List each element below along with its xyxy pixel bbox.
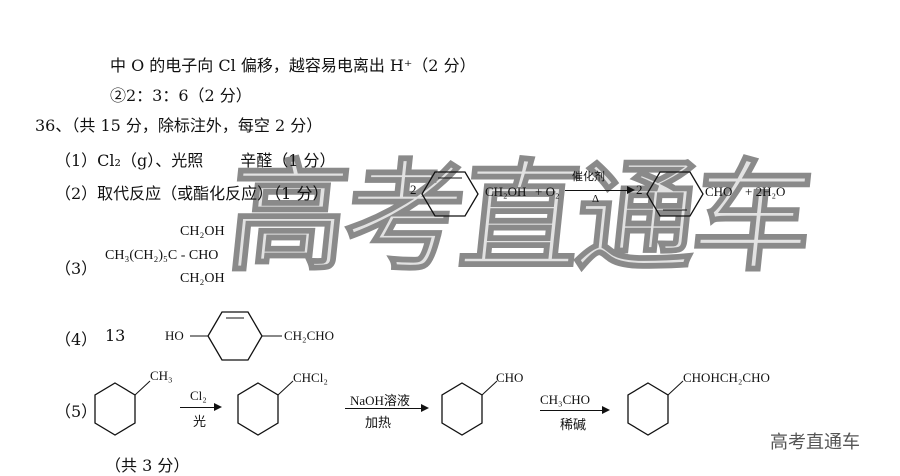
struct-left: HO [165, 328, 184, 343]
aldehyde-group: CHO [496, 370, 524, 385]
q4-answer: 13 [105, 326, 126, 345]
catalyst-label: 催化剂 [572, 171, 605, 183]
q5-score: （共 3 分） [105, 456, 190, 475]
answer-line-1: 中 O 的电子向 Cl 偏移，越容易电离出 H⁺（2 分） [110, 56, 476, 75]
struct-top: CH₂OH [180, 224, 225, 239]
struct-bottom: CH₂OH [180, 271, 225, 286]
benzene-ring-icon [646, 171, 704, 217]
q4-label: （4） [55, 330, 98, 349]
answer-line-2: ②2：3：6（2 分） [110, 86, 252, 105]
condition-label: 光 [193, 414, 207, 429]
chloro-group: CHCl₂ [293, 370, 328, 385]
product-water: + 2H₂O [745, 184, 786, 199]
product-group: CHOHCH₂CHO [683, 370, 770, 385]
question-36-header: 36、（共 15 分，除标注外，每空 2 分） [35, 116, 323, 135]
struct-main: CH₃(CH₂)₅C - CHO [105, 248, 219, 263]
reagent-label: CH₃CHO [540, 392, 591, 407]
benzene-ring-icon [627, 380, 684, 436]
reaction-arrow [540, 406, 610, 414]
reactant-o2: + O₂ [535, 184, 560, 199]
benzene-ring-icon [237, 380, 294, 436]
logo-text: 高考直通车 [770, 432, 860, 453]
benzene-ring-icon [421, 171, 479, 217]
struct-right: CH₂CHO [284, 328, 335, 343]
q3-label: （3） [55, 259, 98, 278]
reaction-arrow [180, 403, 222, 411]
condition-label: 稀碱 [560, 417, 587, 432]
reagent-label: Cl₂ [190, 388, 207, 403]
methyl-group: CH₃ [150, 368, 173, 383]
coefficient: 2 [410, 182, 417, 197]
condition-label: 加热 [365, 415, 392, 430]
q2-answer: （2）取代反应（或酯化反应）（1 分） [55, 184, 329, 203]
reaction-arrow [565, 186, 635, 194]
reactant-group: CH₂OH [485, 184, 527, 199]
heat-label: Δ [592, 193, 600, 205]
reagent-label: NaOH溶液 [350, 393, 410, 408]
reaction-arrow [345, 404, 429, 412]
product-group: CHO [705, 184, 733, 199]
coefficient: 2 [636, 182, 643, 197]
q1-answer: （1）Cl₂（g）、光照 辛醛（1 分） [55, 151, 336, 170]
benzene-ring-icon [94, 380, 151, 436]
benzene-ring-icon [441, 380, 498, 436]
q5-label: （5） [55, 402, 98, 421]
benzene-ring-icon [190, 311, 282, 361]
